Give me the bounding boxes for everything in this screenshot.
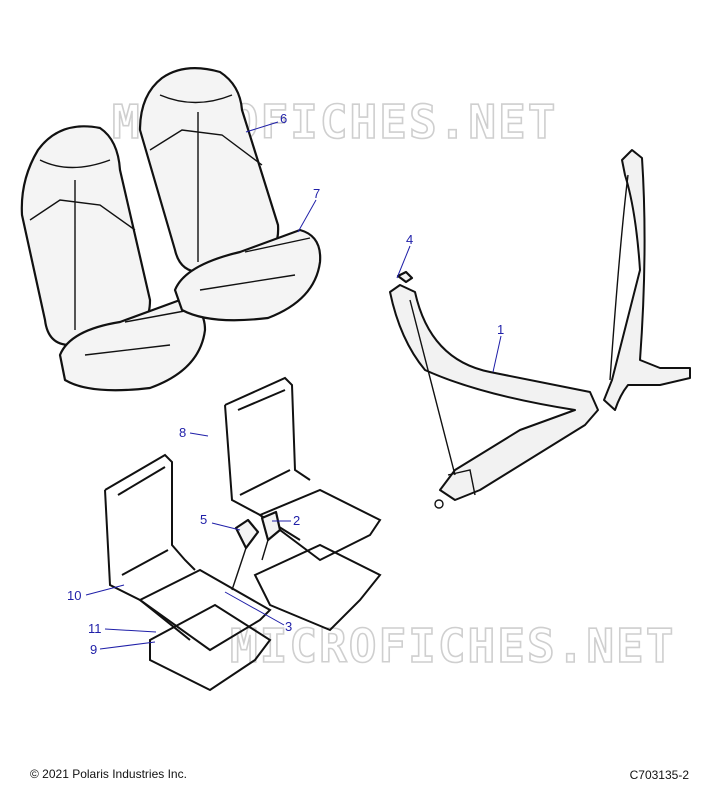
seat-belt-right (396, 149, 691, 411)
seat-belt-left (389, 284, 599, 509)
seat-frame-right (224, 376, 382, 632)
seat-right (138, 67, 322, 322)
svg-text:9: 9 (90, 642, 97, 657)
svg-text:10: 10 (67, 588, 81, 603)
callout-6: 6 (245, 111, 287, 133)
callout-3: 3 (224, 591, 292, 634)
callout-1: 1 (492, 322, 504, 373)
svg-text:5: 5 (200, 512, 207, 527)
svg-text:6: 6 (280, 111, 287, 126)
callout-4: 4 (396, 232, 413, 279)
buckle-right (260, 510, 282, 561)
callout-7: 7 (297, 186, 320, 233)
copyright-text: © 2021 Polaris Industries Inc. (30, 767, 187, 781)
callout-8: 8 (179, 425, 209, 440)
callout-9: 9 (90, 641, 156, 657)
svg-text:3: 3 (285, 619, 292, 634)
seat-frame-left (104, 453, 272, 692)
seat-left (20, 125, 207, 392)
watermark-bottom: MICROFICHES.NET (230, 619, 675, 673)
svg-text:8: 8 (179, 425, 186, 440)
svg-text:1: 1 (497, 322, 504, 337)
svg-text:7: 7 (313, 186, 320, 201)
buckle-left (231, 518, 260, 591)
svg-text:11: 11 (88, 621, 102, 636)
svg-text:4: 4 (406, 232, 413, 247)
callout-5: 5 (200, 512, 241, 531)
drawing-id: C703135-2 (629, 768, 689, 782)
callout-10: 10 (67, 584, 125, 603)
callout-2: 2 (272, 513, 300, 528)
svg-text:2: 2 (293, 513, 300, 528)
callout-11: 11 (88, 621, 157, 636)
